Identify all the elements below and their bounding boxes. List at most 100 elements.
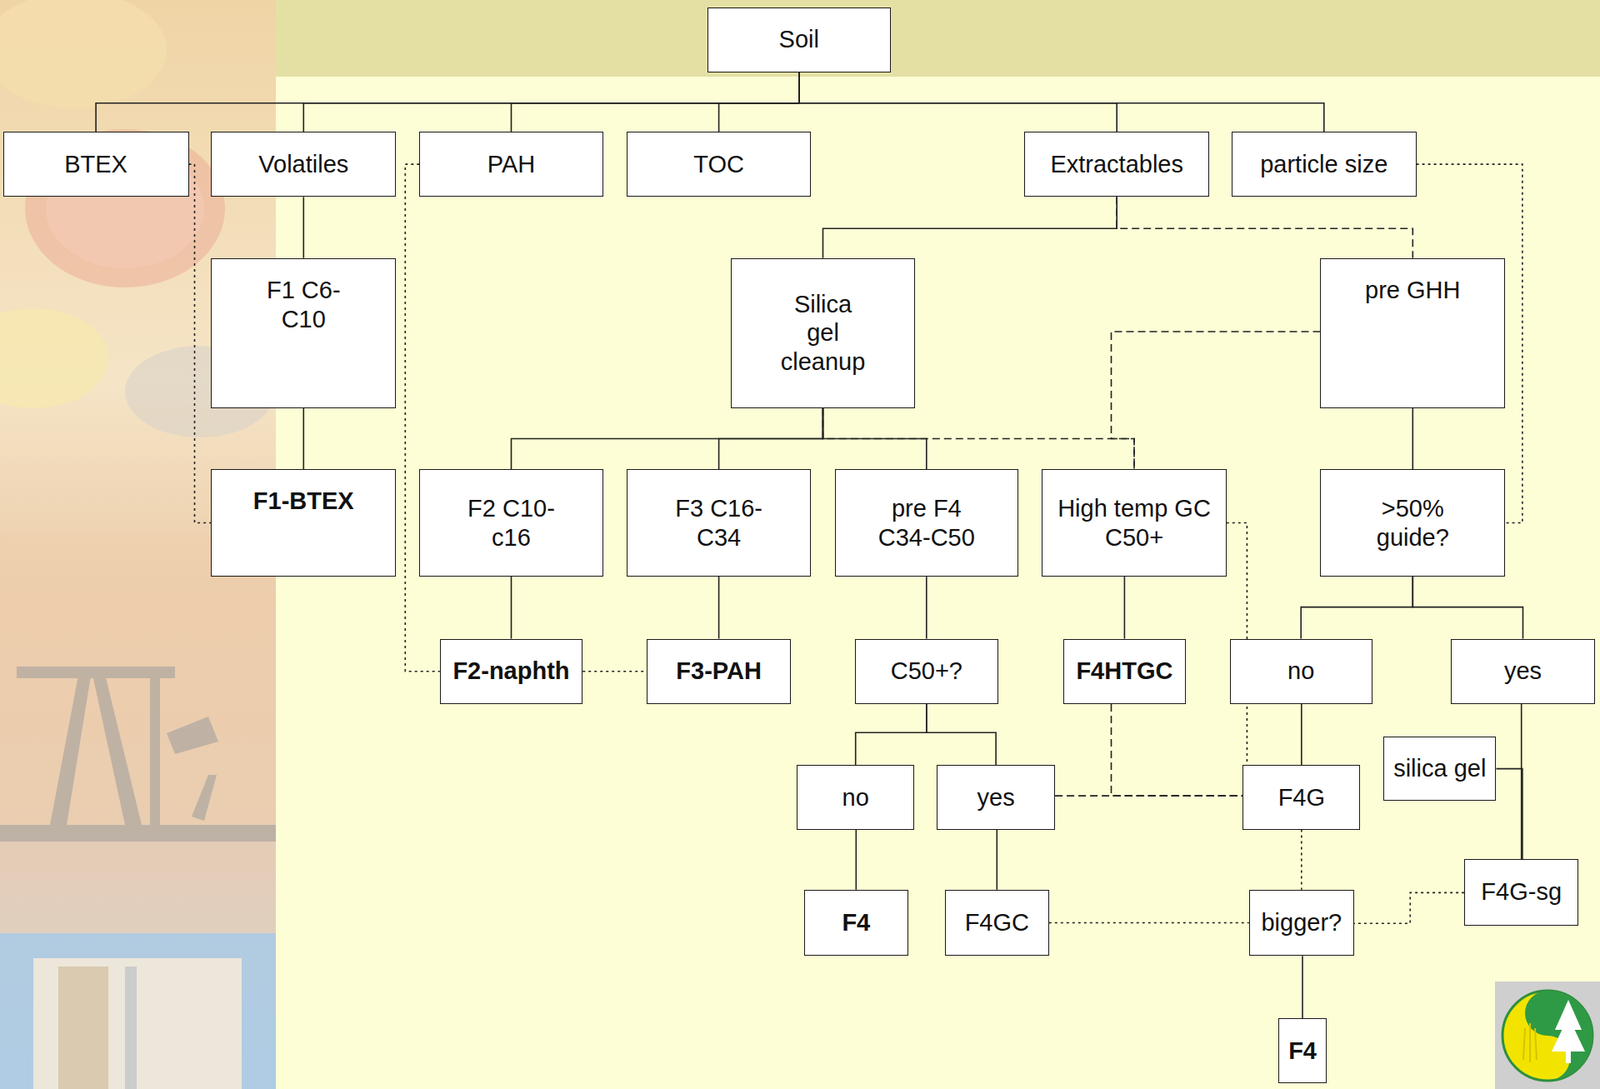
logo-tree bbox=[1565, 1051, 1571, 1064]
connector-line bbox=[823, 196, 1118, 258]
process-box: BTEX bbox=[3, 131, 190, 197]
connector-line bbox=[1300, 576, 1413, 640]
box-label: yes bbox=[1504, 656, 1542, 686]
box-label: F2-naphth bbox=[452, 656, 570, 686]
process-box: F4 bbox=[1278, 1018, 1327, 1084]
box-label: pre GHH bbox=[1365, 275, 1460, 305]
process-box: F3 C16-C34 bbox=[626, 469, 812, 577]
box-label: particle size bbox=[1260, 150, 1388, 180]
box-label: F2 C10-c16 bbox=[460, 494, 563, 553]
connector-line bbox=[1116, 196, 1413, 258]
box-label: pre F4 C34-C50 bbox=[870, 494, 982, 553]
connector-line bbox=[996, 830, 999, 890]
process-box: Volatiles bbox=[210, 131, 396, 197]
box-label: Extractables bbox=[1050, 150, 1184, 180]
process-box: pre GHH bbox=[1320, 258, 1505, 409]
box-label: >50% guide? bbox=[1376, 494, 1450, 553]
process-box: F4G bbox=[1242, 765, 1360, 830]
box-label: no bbox=[1287, 656, 1315, 686]
box-label: TOC bbox=[693, 150, 745, 180]
process-box: F4HTGC bbox=[1063, 639, 1186, 705]
connector-line bbox=[799, 72, 1325, 132]
box-label: Volatiles bbox=[258, 150, 349, 180]
connector-line bbox=[855, 704, 927, 766]
connector-line bbox=[302, 408, 305, 470]
process-box: TOC bbox=[626, 131, 812, 197]
connector-line bbox=[1111, 331, 1321, 470]
box-label: BTEX bbox=[64, 150, 128, 180]
connector-line bbox=[823, 408, 1135, 470]
connector-line bbox=[405, 164, 440, 672]
connector-line bbox=[1055, 795, 1243, 797]
connector-line bbox=[1300, 704, 1303, 766]
process-box: F4G-sg bbox=[1464, 859, 1579, 926]
process-box: bigger? bbox=[1249, 890, 1355, 957]
process-box: no bbox=[1230, 639, 1373, 705]
connector-line bbox=[718, 576, 720, 640]
box-label: F4 bbox=[1288, 1036, 1317, 1066]
box-label: C50+? bbox=[890, 656, 963, 686]
process-box: Extractables bbox=[1024, 131, 1210, 197]
box-label: F3 C16-C34 bbox=[663, 494, 775, 553]
process-box: High temp GC C50+ bbox=[1041, 469, 1227, 577]
logo-circle bbox=[1502, 990, 1593, 1081]
process-box: F2-naphth bbox=[440, 639, 583, 705]
box-label: F3-PAH bbox=[675, 656, 762, 686]
connector-line bbox=[719, 72, 800, 132]
box-label: Soil bbox=[779, 25, 820, 55]
process-box: >50% guide? bbox=[1320, 469, 1505, 577]
box-label: Silica gel cleanup bbox=[780, 290, 866, 377]
connector-line bbox=[303, 72, 800, 132]
connector-line bbox=[511, 72, 800, 132]
process-box: F4GC bbox=[945, 890, 1050, 957]
connector-line bbox=[95, 72, 800, 132]
connector-line bbox=[582, 670, 647, 673]
connector-line bbox=[189, 164, 212, 523]
process-box: F4 bbox=[804, 890, 909, 957]
box-label: F4G bbox=[1278, 783, 1325, 813]
box-label: F1-BTEX bbox=[253, 486, 355, 516]
connector-line bbox=[1124, 576, 1126, 640]
connector-line bbox=[510, 576, 513, 640]
connector-line bbox=[1412, 408, 1415, 470]
connector-line bbox=[1111, 704, 1244, 796]
process-box: F3-PAH bbox=[646, 639, 791, 705]
box-label: F4HTGC bbox=[1075, 656, 1173, 686]
connector-line bbox=[799, 72, 1117, 132]
process-box: F2 C10-c16 bbox=[419, 469, 603, 577]
process-box: yes bbox=[936, 765, 1055, 830]
connector-line bbox=[511, 408, 824, 470]
box-label: High temp GC C50+ bbox=[1054, 494, 1214, 553]
connector-line bbox=[926, 704, 996, 766]
process-box: no bbox=[796, 765, 915, 830]
process-box: yes bbox=[1450, 639, 1595, 705]
process-box: silica gel bbox=[1383, 736, 1496, 801]
process-box: F1 C6-C10 bbox=[210, 258, 396, 409]
logo-swirl bbox=[1525, 990, 1593, 1081]
connector-line bbox=[302, 196, 305, 258]
connector-line bbox=[855, 830, 858, 890]
process-box: C50+? bbox=[855, 639, 998, 705]
box-label: F4G-sg bbox=[1480, 877, 1562, 907]
box-label: no bbox=[842, 783, 870, 813]
connector-line bbox=[1354, 892, 1465, 924]
box-label: silica gel bbox=[1393, 754, 1486, 784]
logo-tree bbox=[1551, 1016, 1585, 1052]
box-label: PAH bbox=[487, 150, 535, 180]
connector-line bbox=[1300, 830, 1303, 890]
box-label: F1 C6-C10 bbox=[255, 275, 352, 335]
logo-ground bbox=[1495, 981, 1600, 1089]
process-box: Silica gel cleanup bbox=[730, 258, 916, 409]
connector-line bbox=[719, 408, 824, 470]
connector-line bbox=[1412, 576, 1523, 640]
box-label: F4 bbox=[841, 908, 870, 938]
box-label: yes bbox=[977, 783, 1015, 813]
connector-line bbox=[1301, 955, 1304, 1019]
process-box: particle size bbox=[1231, 131, 1417, 197]
connector-line bbox=[1495, 769, 1523, 860]
connector-line bbox=[925, 576, 928, 640]
process-box: PAH bbox=[419, 131, 603, 197]
box-label: F4GC bbox=[965, 908, 1030, 938]
